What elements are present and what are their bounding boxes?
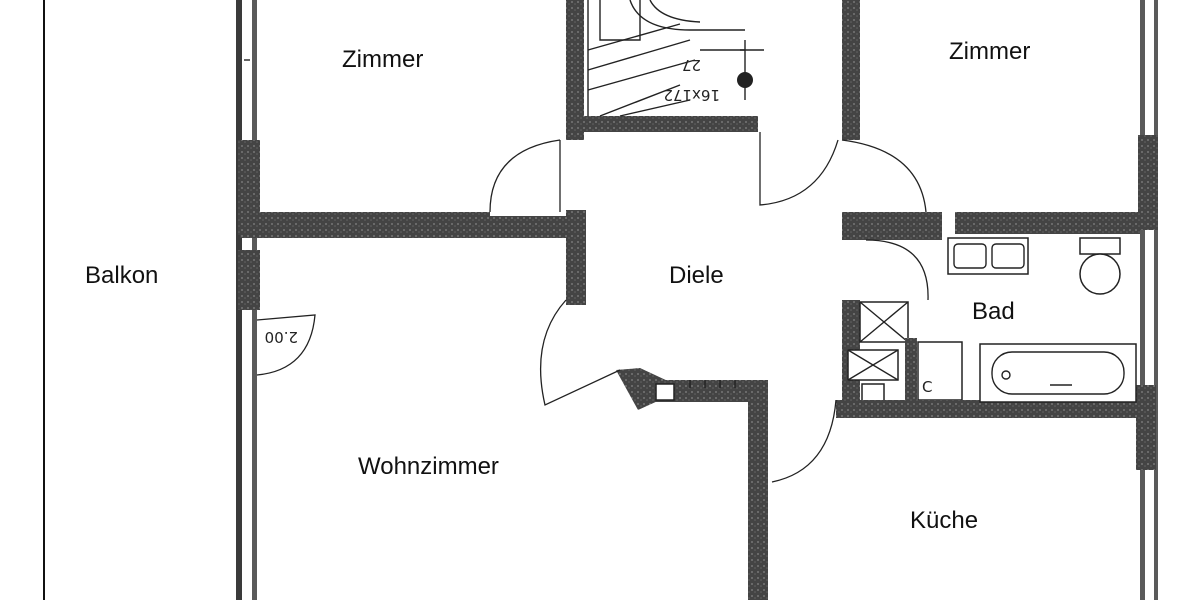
doors: 2.00 (256, 132, 929, 483)
room-label-bad: Bad (972, 298, 1015, 325)
bathroom-walls: C (836, 300, 1140, 418)
bathtub (979, 343, 1137, 403)
stair-number-label: 27 (682, 56, 701, 74)
svg-text:C: C (922, 378, 932, 396)
toilet (1079, 237, 1121, 295)
stair-count-label: 16x172 (663, 86, 720, 104)
wall-zimmer-wohnzimmer (240, 210, 586, 305)
exterior-wall-right (1136, 0, 1158, 600)
room-label-zimmer-left: Zimmer (342, 46, 424, 73)
wall-diele-wohnzimmer (616, 368, 768, 600)
room-label-balkon: Balkon (85, 262, 159, 289)
room-label-kueche: Küche (910, 507, 979, 534)
room-label-wohnzimmer: Wohnzimmer (358, 453, 499, 480)
double-sink (947, 237, 1029, 275)
exterior-wall-left (236, 0, 260, 600)
wall-zimmer-right-left (842, 0, 860, 140)
wall-zimmer-bad (842, 212, 1140, 240)
room-label-zimmer-right: Zimmer (949, 38, 1031, 65)
window-mark-label: 2.00 (265, 328, 298, 346)
room-label-diele: Diele (669, 262, 724, 289)
staircase: 27 16x172 (566, 0, 764, 140)
